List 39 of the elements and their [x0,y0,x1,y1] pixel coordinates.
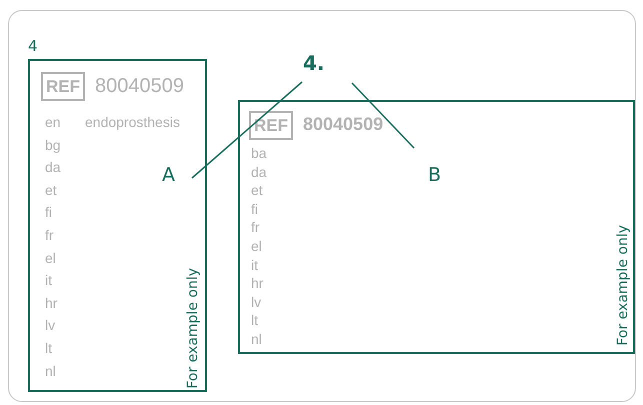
leader-line [351,82,415,149]
language-code: nl [45,362,56,379]
language-code: lv [251,294,262,310]
product-label [28,59,207,392]
language-code: it [251,256,258,273]
product-description: endoprosthesis [85,114,180,130]
reference-number: 80040509 [303,114,384,135]
language-code: el [45,250,56,266]
language-code: lt [45,340,52,356]
language-code: el [251,238,262,254]
language-code: bg [45,136,61,153]
reference-number: 80040509 [95,75,184,98]
language-code: da [45,159,61,176]
language-code: et [45,182,57,198]
product-label [238,100,635,354]
leader-line [192,81,302,179]
language-code: ba [251,145,267,161]
ref-symbol: REF [249,111,293,140]
language-code: lv [45,317,56,334]
callout-letter: A [162,164,175,186]
language-code: hr [45,294,58,311]
callout-number: 4. [303,51,325,75]
language-code: hr [251,275,264,292]
sample-notice: For example only [615,225,631,346]
language-code: et [251,182,263,198]
language-code: lt [251,312,258,328]
language-code: fr [45,227,54,243]
figure-number: 4 [28,37,38,55]
language-code: nl [251,331,262,347]
language-code: en [45,114,61,130]
language-code: da [251,164,267,180]
language-code: it [45,272,52,288]
sample-notice: For example only [185,268,201,389]
figure-panel [8,10,636,402]
language-code: fi [251,200,258,217]
callout-letter: B [428,164,442,186]
ref-symbol: REF [41,72,85,101]
language-code: fi [45,204,52,220]
language-code: fr [251,219,260,236]
